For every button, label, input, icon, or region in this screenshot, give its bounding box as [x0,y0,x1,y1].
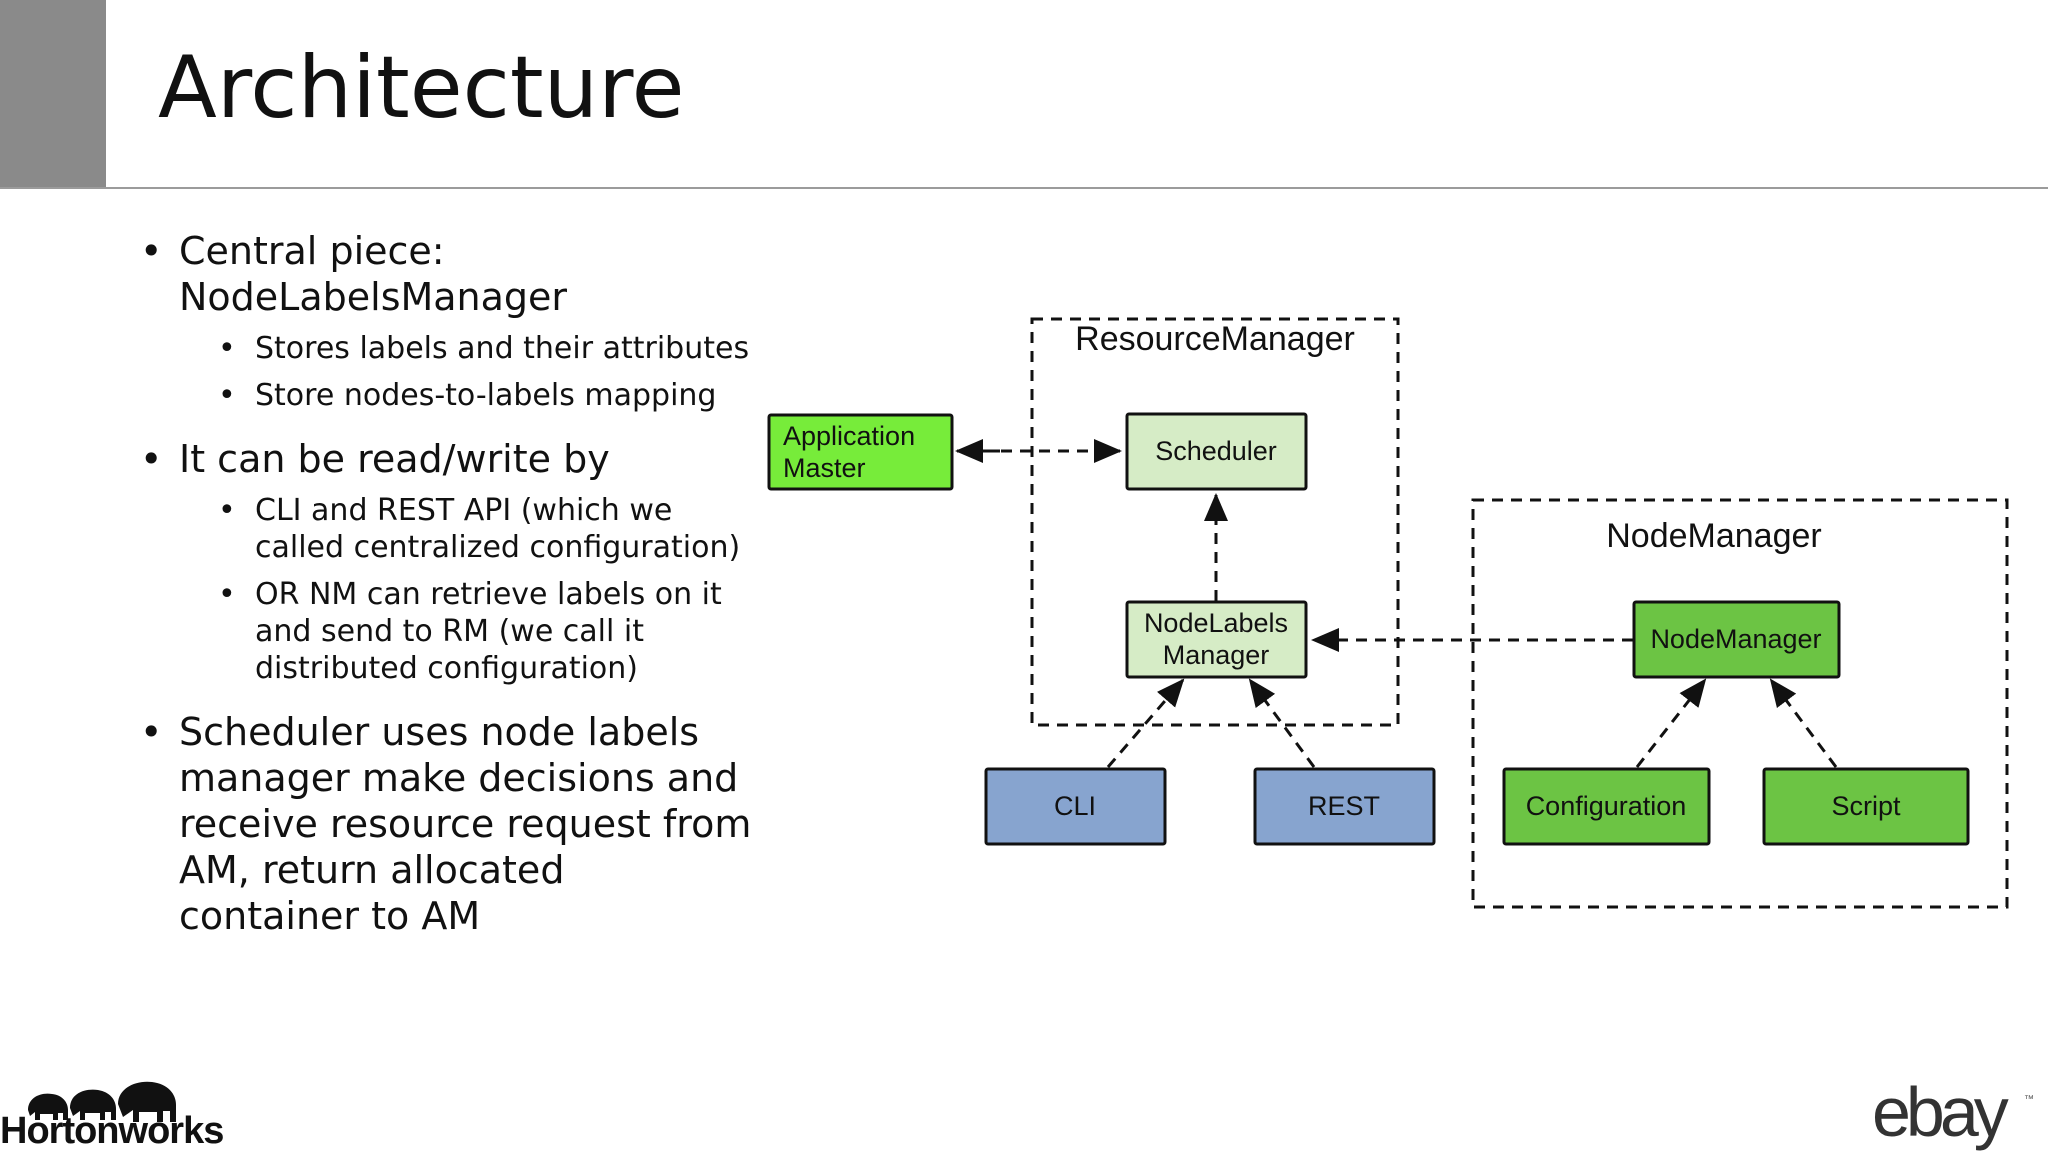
elephant-icon [28,1081,176,1122]
hortonworks-wordmark: Hortonworks [0,1110,224,1152]
node-labels-manager-box: NodeLabels Manager [1125,600,1308,679]
node-labels-manager-label-2: Manager [1163,640,1270,670]
node-manager-group-label: NodeManager [1606,517,1821,555]
rest-label: REST [1308,791,1380,821]
title-accent-block [0,0,106,188]
slide-title: Architecture [158,38,685,138]
connector-script-nm [1769,678,1838,768]
sub-bullet-nodes-mapping: Store nodes-to-labels mapping [136,377,756,414]
resource-manager-group [1030,317,1400,727]
title-divider [0,187,2048,189]
node-manager-group [1471,498,2009,909]
sub-bullet-stores-labels: Stores labels and their attributes [136,330,756,367]
application-master-box: Application Master [767,413,954,491]
scheduler-label: Scheduler [1155,436,1277,466]
node-manager-label: NodeManager [1650,624,1821,654]
hortonworks-logo [28,1081,176,1122]
configuration-label: Configuration [1526,791,1687,821]
connector-config-nm [1635,678,1707,768]
cli-box: CLI [984,767,1167,846]
cli-label: CLI [1054,791,1096,821]
bullet-list: Central piece: NodeLabelsManager Stores … [136,228,756,949]
bullet-scheduler-uses: Scheduler uses node labels manager make … [136,709,756,939]
script-box: Script [1762,767,1970,846]
scheduler-box: Scheduler [1125,412,1308,491]
node-labels-manager-label-1: NodeLabels [1144,608,1288,638]
bullet-read-write: It can be read/write by [136,436,756,482]
sub-bullet-nm-retrieve: OR NM can retrieve labels on it and send… [136,576,756,687]
resource-manager-label: ResourceManager [1075,320,1355,358]
ebay-logo: ebay [1872,1073,2009,1151]
node-manager-box: NodeManager [1632,600,1841,679]
application-master-label-1: Application [783,421,915,451]
bullet-central-piece: Central piece: NodeLabelsManager [136,228,756,320]
script-label: Script [1831,791,1901,821]
sub-bullet-cli-rest: CLI and REST API (which we called centra… [136,492,756,566]
connector-cli-nlm [1106,678,1185,768]
application-master-label-2: Master [783,453,866,483]
rest-box: REST [1253,767,1436,846]
configuration-box: Configuration [1502,767,1711,846]
ebay-trademark: ™ [2024,1094,2034,1105]
